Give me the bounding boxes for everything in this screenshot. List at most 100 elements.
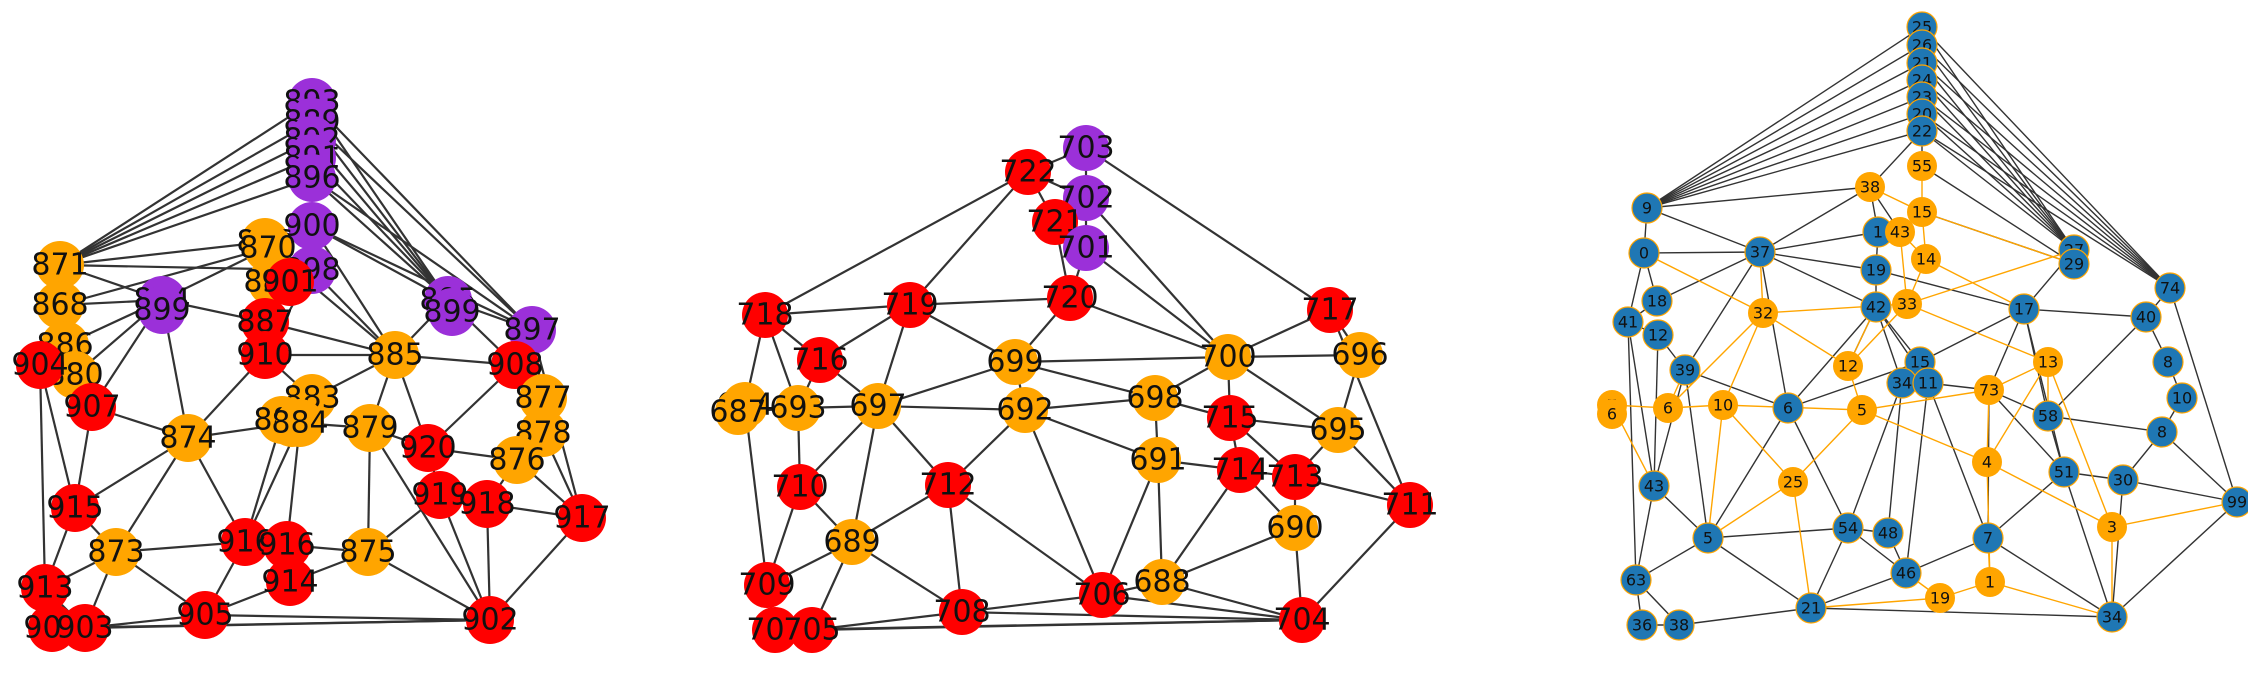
node-label: 701 [1057, 231, 1114, 266]
node-circle [1005, 149, 1051, 195]
graph-node: 688 [1133, 559, 1191, 605]
graph-node: 900 [283, 202, 341, 250]
node-circle [266, 258, 314, 306]
node-label: 6 [1663, 399, 1673, 418]
node-label: 5 [1857, 401, 1867, 420]
node-label: 54 [1838, 519, 1858, 538]
node-circle [2107, 464, 2139, 496]
graph-edge [2047, 415, 2163, 433]
graph-node: 690 [1266, 505, 1324, 551]
graph-edge [909, 171, 1029, 306]
node-circle [1638, 470, 1670, 502]
node-circle [789, 607, 835, 653]
graph-node: 43 [1638, 470, 1670, 502]
graph-edge [1646, 26, 1923, 209]
node-circle [16, 341, 64, 389]
graph-edge [1921, 79, 2075, 251]
node-circle [1217, 447, 1263, 493]
node-label: 15 [1910, 353, 1930, 372]
graph-edge [1810, 607, 2113, 618]
node-label: 99 [2227, 493, 2247, 512]
graph-node: 902 [461, 596, 519, 644]
graph-node: 22 [1906, 115, 1938, 147]
graph-node: 14 [1911, 244, 1941, 274]
node-label: 714 [1211, 453, 1268, 488]
graph-edge [1085, 247, 1229, 358]
graph-edge [947, 484, 1103, 596]
node-circle [92, 528, 140, 576]
node-label: 919 [411, 478, 468, 513]
node-circle [1906, 115, 1938, 147]
graph-edge [1921, 26, 2171, 289]
node-label: 9 [1642, 199, 1652, 218]
graph-edge [1646, 186, 1871, 209]
graph-edge [1921, 44, 2171, 289]
graph-edge [1759, 186, 1871, 253]
graph-edge [1085, 197, 1229, 358]
node-circle [1387, 482, 1433, 528]
node-label: 918 [458, 487, 515, 522]
graph-edge [1921, 62, 2075, 251]
graph-node: 710 [771, 464, 829, 510]
graph-node: 709 [738, 562, 796, 608]
graph-node: 11 [1912, 367, 1944, 399]
node-circle [752, 607, 798, 653]
node-label: 913 [16, 571, 73, 606]
graph-node: 38 [1663, 609, 1695, 641]
graph-edge-highlight [1643, 252, 1764, 314]
node-label: 722 [999, 155, 1056, 190]
node-label: 34 [2102, 608, 2122, 627]
graph-node: 33 [1892, 289, 1922, 319]
node-circle [1132, 375, 1178, 421]
graph-edge [2023, 308, 2065, 473]
node-label: 11 [1918, 374, 1938, 393]
graph-edge [1707, 527, 1849, 539]
graph-edge [1927, 382, 1989, 539]
graph-node: 15 [1907, 197, 1937, 227]
node-label: 899 [133, 293, 190, 328]
node-circle [1063, 175, 1109, 221]
graph-panel-left: 8938898928918969008988768708899018879108… [11, 78, 611, 652]
graph-node: 713 [1266, 454, 1324, 500]
node-label: 15 [1912, 203, 1932, 222]
node-circle [1669, 354, 1701, 386]
node-circle [241, 298, 289, 346]
graph-edge-highlight [1925, 258, 2025, 310]
node-label: 36 [1632, 616, 1652, 635]
node-circle [1692, 522, 1724, 554]
graph-edge [1646, 96, 1923, 209]
node-circle [742, 292, 788, 338]
node-circle [777, 464, 823, 510]
graph-edge [1684, 369, 1709, 539]
graph-node: 712 [919, 462, 977, 508]
graph-edge [84, 618, 491, 630]
node-label: 902 [461, 603, 518, 638]
node-label: 917 [553, 501, 610, 536]
node-circle [288, 202, 336, 250]
graph-edge [38, 364, 47, 589]
node-label: 868 [31, 288, 88, 323]
node-circle [1708, 390, 1738, 420]
graph-node: 693 [769, 385, 827, 431]
node-label: 6 [1783, 399, 1793, 418]
node-circle [1612, 306, 1644, 338]
node-label: 58 [2038, 407, 2058, 426]
graph-edge [59, 240, 266, 267]
node-label: 74 [2160, 279, 2180, 298]
node-circle [1307, 287, 1353, 333]
graph-node: 25 [1778, 467, 1808, 497]
graph-edge [311, 101, 533, 331]
graph-edge [1646, 79, 1923, 209]
node-label: 717 [1301, 293, 1358, 328]
graph-node: 899 [423, 288, 481, 336]
graph-edge [877, 360, 1016, 408]
node-label: 48 [1878, 524, 1898, 543]
graph-node: 34 [1886, 367, 1918, 399]
node-circle [2097, 512, 2127, 542]
graph-node: 12 [1833, 351, 1863, 381]
node-label: 41 [1618, 313, 1638, 332]
node-label: 920 [399, 431, 456, 466]
graph-node: 896 [283, 154, 341, 202]
node-label: 719 [881, 288, 938, 323]
